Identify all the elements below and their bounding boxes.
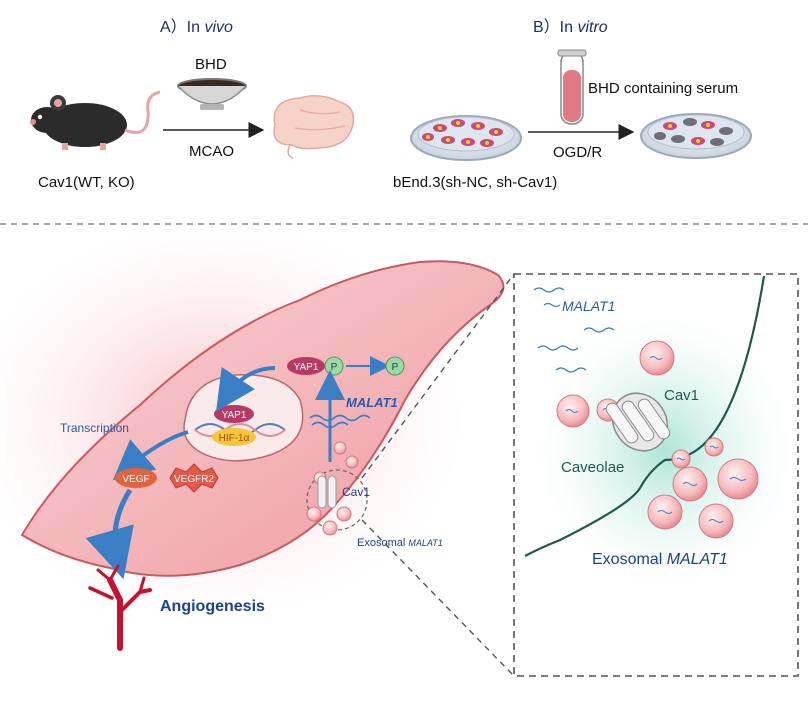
zoom-inset-frame — [513, 273, 799, 677]
panel-b-heading: B）In vitro — [533, 18, 608, 36]
bhd-label: BHD — [195, 56, 227, 73]
culture-dish-after-icon — [640, 113, 752, 159]
culture-dish-before-icon — [410, 115, 522, 161]
cav1-zoom-label: Cav1 — [664, 387, 699, 404]
zoom-line-bottom — [361, 519, 515, 677]
nuclear-entry-arrow — [216, 366, 276, 412]
hif1a-protein — [212, 428, 256, 446]
exosomes-zoom — [556, 340, 759, 539]
mcao-label: MCAO — [189, 143, 234, 160]
vegfr2-receptor — [169, 463, 219, 493]
panel-a-heading: A）In vivo — [160, 18, 233, 36]
test-tube-icon — [557, 49, 587, 125]
vegf-label: VEGF — [122, 474, 149, 485]
malat1-rna-zoom-icon — [533, 287, 615, 373]
ogdr-label: OGD/R — [553, 144, 602, 161]
brain-icon — [273, 95, 355, 159]
vegfr2-label: VEGFR2 — [174, 474, 214, 485]
bend3-cells-label: bEnd.3(sh-NC, sh-Cav1) — [393, 174, 557, 191]
released-phospho-label: P — [392, 362, 399, 373]
top-panel-bg — [0, 0, 808, 222]
mouse-icon — [30, 90, 161, 150]
yap1-nuclear-label: YAP1 — [222, 410, 247, 421]
zoom-line-top — [361, 273, 515, 479]
angiogenesis-label: Angiogenesis — [160, 598, 265, 615]
malat1-zoom-label: MALAT1 — [562, 298, 615, 314]
transcription-label: Transcription — [60, 421, 129, 435]
cell-caveola-region — [306, 441, 368, 536]
cav1-genotype-label: Cav1(WT, KO) — [38, 174, 135, 191]
hif1a-label: HIF-1α — [219, 433, 250, 444]
vegf-protein — [115, 468, 157, 488]
cav1-channel-icon — [605, 392, 671, 452]
bhd-serum-label: BHD containing serum — [588, 80, 738, 97]
exosomal-malat1-zoom-label: Exosomal MALAT1 — [592, 551, 728, 568]
blood-vessel-icon — [88, 564, 152, 651]
caveolae-label: Caveolae — [561, 459, 624, 476]
dna-helix-strand — [194, 423, 286, 437]
malat1-rna-icon — [309, 414, 371, 422]
angiogenesis-arrow — [85, 488, 134, 580]
malat1-cell-label: MALAT1 — [346, 395, 398, 410]
exosomal-malat1-cell-label: Exosomal MALAT1 — [357, 537, 443, 549]
cav1-cell-label: Cav1 — [342, 485, 370, 499]
phospho-label: P — [331, 362, 338, 373]
herbal-bowl-icon — [177, 78, 247, 110]
released-phospho-group — [385, 356, 405, 376]
transcription-arrow — [112, 430, 189, 481]
yap1-cyto-label: YAP1 — [294, 362, 319, 373]
cell-membrane-curve — [524, 275, 766, 557]
